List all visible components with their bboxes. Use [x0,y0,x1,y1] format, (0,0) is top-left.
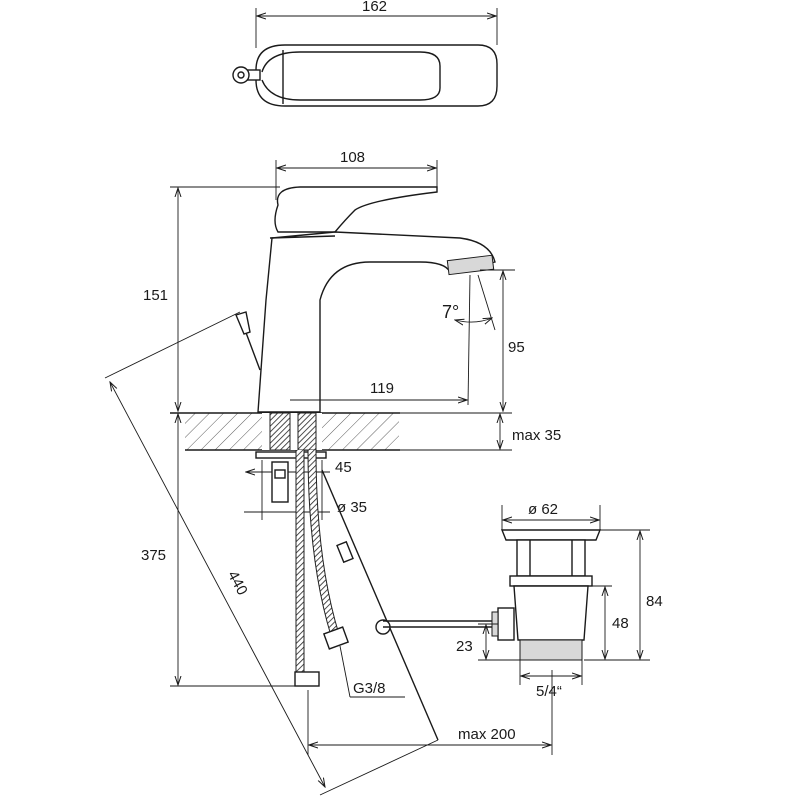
pop-up-knob [235,311,251,335]
top-view: 162 [232,0,498,107]
drain-valve: ø 62 84 48 23 5/4“ [456,501,663,700]
drain-thread [519,639,583,661]
connection-label: G3/8 [353,680,386,697]
dimension-label-diameter-62: ø 62 [528,501,558,518]
side-view-faucet: 108 7° 95 119 151 [143,149,525,413]
handle-top-outline [261,51,441,101]
dimension-label-440: 440 [224,568,251,598]
dimension-label-thread: 5/4“ [536,683,562,700]
dimension-label-max-35: max 35 [512,427,561,444]
faucet-top-outline [255,44,498,107]
threaded-stud [271,461,289,503]
dimension-label-45: 45 [335,459,352,476]
dimension-label-151: 151 [143,287,168,304]
angle-label: 7° [442,302,459,322]
dimension-label-diameter-35: ø 35 [337,499,367,516]
drain-cap [500,529,602,541]
drain-outlet [497,607,515,641]
dimension-label-23: 23 [456,638,473,655]
dimension-label-375: 375 [141,547,166,564]
dimension-label-84: 84 [646,593,663,610]
faucet-body [257,231,496,413]
knob-icon [232,66,250,84]
dimension-label-162: 162 [362,0,387,15]
dimension-label-max-200: max 200 [458,726,516,743]
dimension-label-108: 108 [340,149,365,166]
dimension-label-48: 48 [612,615,629,632]
dimension-label-95: 95 [508,339,525,356]
hose-nut-2 [322,626,350,650]
drain-body [513,585,589,641]
hose-nut [294,671,320,687]
dimension-440: 440 [104,311,439,796]
faucet-handle [274,186,438,233]
countertop-section: max 35 [170,412,561,459]
supply-hoses: G3/8 [294,449,405,698]
mounting-dimensions: 45 ø 35 [244,459,367,520]
lift-rod: max 200 [307,469,553,755]
dimension-label-119: 119 [370,380,394,397]
